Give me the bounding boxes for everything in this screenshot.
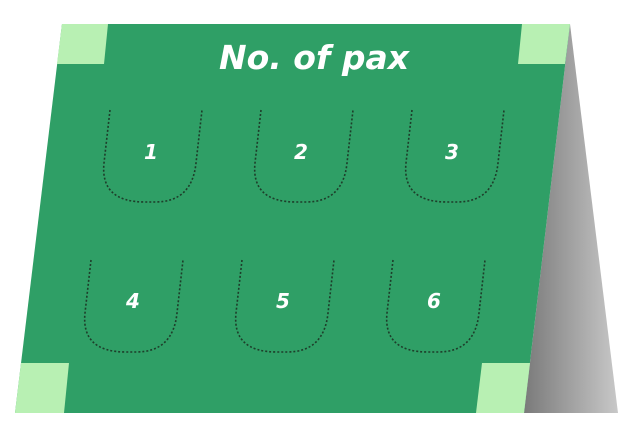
slot-number: 3 [445, 140, 459, 164]
card-side-panel [524, 24, 618, 413]
slot: 6 [385, 259, 486, 353]
slot: 4 [83, 259, 184, 353]
slot-number: 5 [276, 289, 290, 313]
corner-accent-bottom-right [476, 363, 530, 413]
slot-number: 4 [125, 289, 140, 313]
card-front-face [15, 24, 570, 413]
corner-accent-bottom-left [15, 363, 69, 413]
slot: 1 [102, 109, 203, 203]
slot: 3 [404, 109, 505, 203]
card-title: No. of pax [219, 38, 411, 77]
slot-number: 2 [294, 140, 308, 164]
corner-accent-top-right [518, 24, 570, 64]
slot: 2 [253, 109, 354, 203]
corner-accent-top-left [57, 24, 108, 64]
slot-number: 6 [427, 289, 441, 313]
slot-number: 1 [144, 140, 158, 164]
slot: 5 [234, 259, 335, 353]
